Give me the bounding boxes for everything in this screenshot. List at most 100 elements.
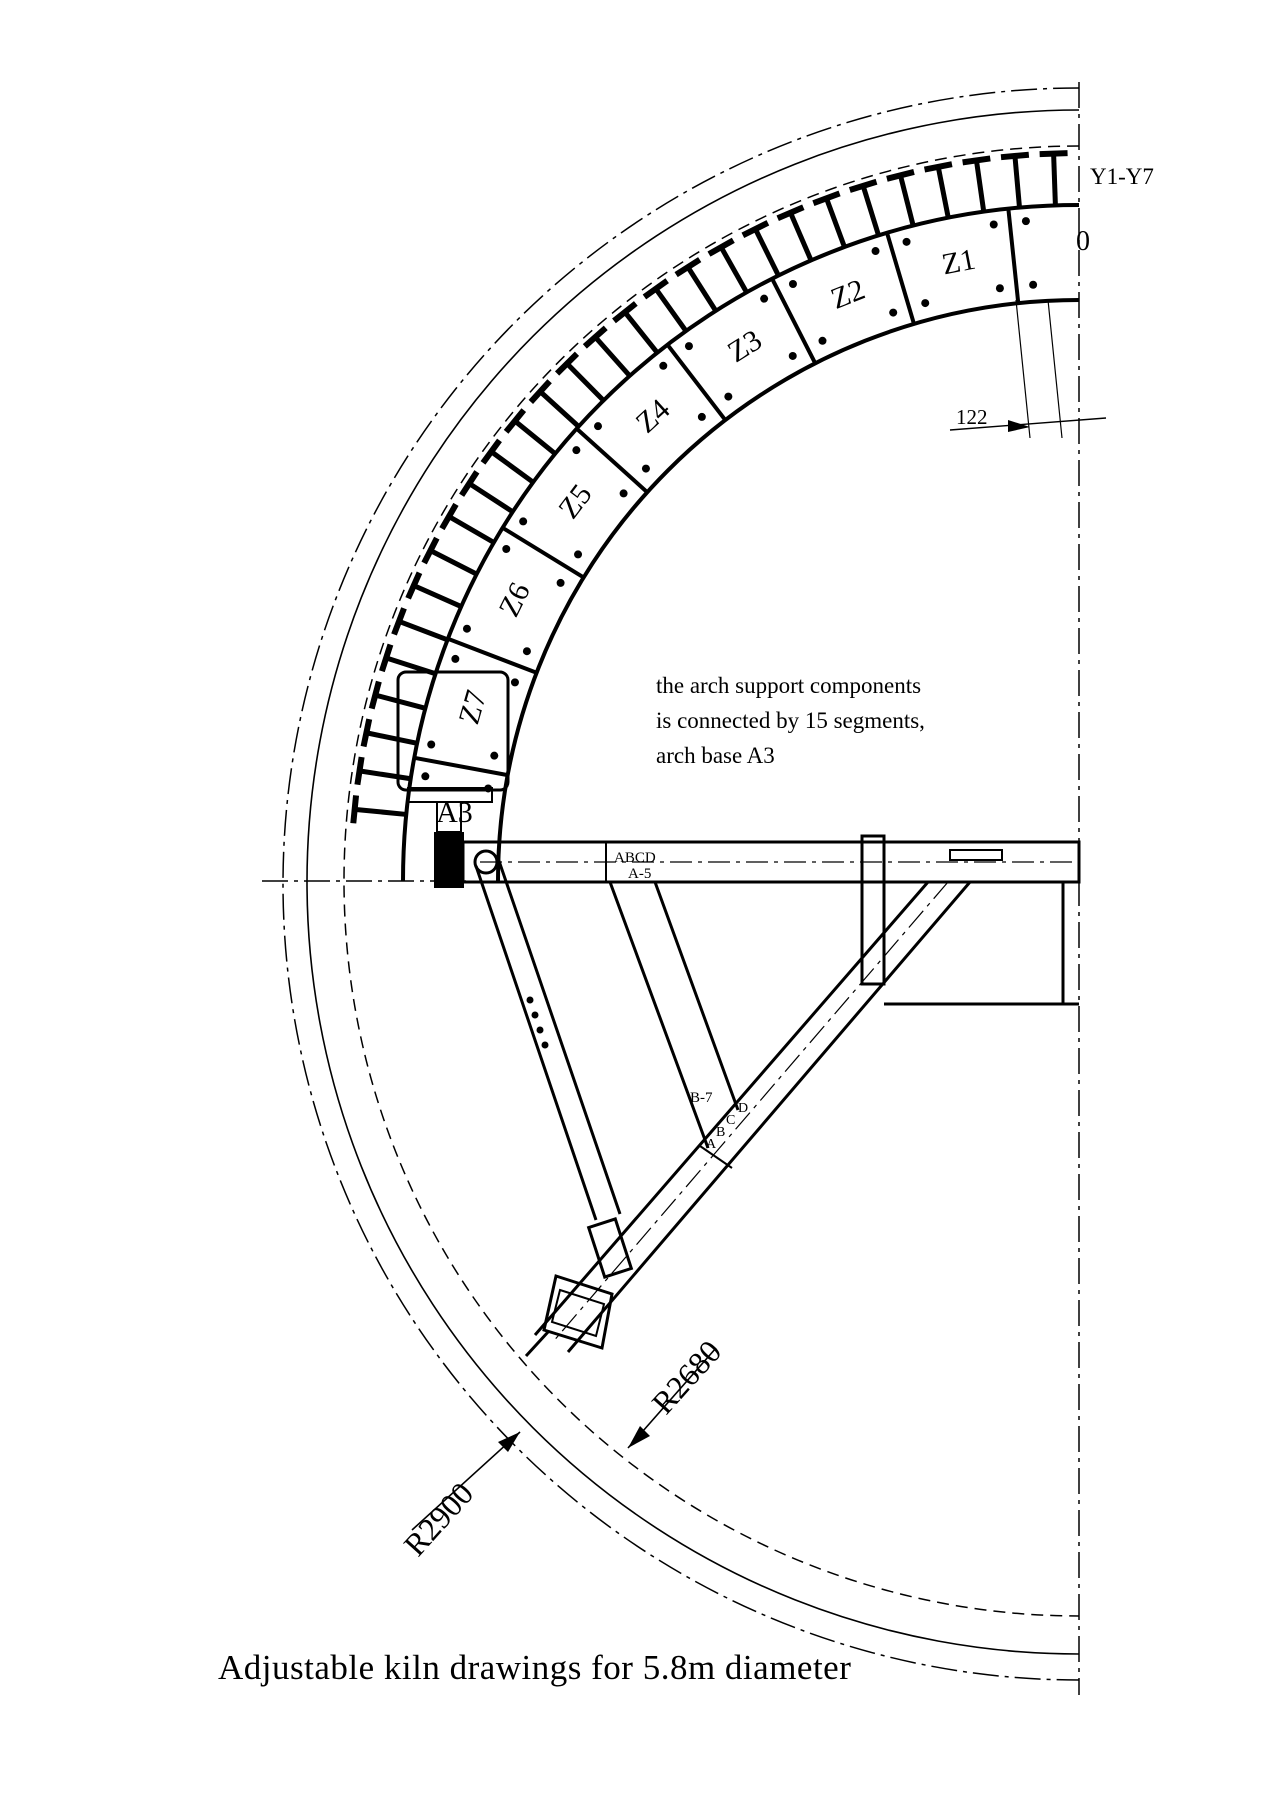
rib-flange — [421, 536, 440, 565]
rib-flange — [582, 325, 608, 349]
segment-bolt — [697, 412, 706, 421]
segment-divider — [413, 755, 509, 778]
arch-base-block — [396, 670, 510, 792]
segment-bolt — [1029, 280, 1038, 289]
segment-bolt — [421, 772, 430, 781]
brace-part-label: B-7 — [690, 1090, 713, 1106]
brace-c-label: C — [726, 1113, 735, 1128]
segment-bolt — [556, 578, 565, 587]
rib-web — [358, 768, 412, 782]
jack-bottom-clevis — [586, 1217, 634, 1279]
segment-bolt — [462, 624, 471, 633]
segment-bolt — [522, 647, 531, 656]
segment-bolt — [619, 489, 628, 498]
rib-flange — [612, 301, 638, 324]
inner-radius-circle — [343, 145, 1080, 1617]
rib-web — [973, 159, 987, 213]
dim-arrow-r2900 — [498, 1432, 520, 1452]
drawing-caption: Adjustable kiln drawings for 5.8m diamet… — [218, 1648, 852, 1687]
rib-web — [788, 211, 814, 262]
rib-web — [593, 335, 632, 378]
t-profile-ribs — [350, 150, 1068, 824]
segment-label-z3: Z3 — [722, 323, 768, 369]
rib-web — [565, 361, 606, 403]
arch-outer-band — [401, 203, 1080, 882]
segment-label-a3: A3 — [436, 796, 473, 829]
segment-bolts — [421, 217, 1038, 793]
segment-bolt — [871, 247, 880, 256]
rib-flange — [459, 470, 480, 497]
arch-note: the arch support components is connected… — [656, 668, 925, 773]
rib-flange — [642, 278, 669, 300]
rib-web — [412, 583, 463, 609]
outer-radius-label: R2900 — [396, 1475, 480, 1563]
rib-flange — [391, 607, 407, 636]
rib-web — [860, 185, 881, 237]
adjustable-jack — [474, 857, 622, 1221]
brace-d-label: D — [738, 1101, 748, 1116]
rib-flange — [812, 190, 841, 207]
top-zero-label: 0 — [1076, 226, 1090, 257]
segment-divider — [770, 277, 818, 365]
rib-web — [513, 418, 557, 456]
segment-bolt — [788, 351, 797, 360]
rib-flange — [554, 351, 580, 376]
segment-divider — [1006, 208, 1021, 304]
rib-flange — [962, 155, 991, 166]
rib-web — [365, 730, 418, 746]
arch-note-line-2: is connected by 15 segments, — [656, 708, 925, 733]
rib-web — [935, 166, 951, 219]
segment-label-z2: Z2 — [826, 273, 869, 316]
arch-base-foot — [434, 832, 464, 888]
segment-bolt — [519, 517, 528, 526]
segment-bolt — [724, 392, 733, 401]
segment-divider — [665, 343, 727, 422]
rib-flange — [405, 571, 423, 600]
rib-flange — [923, 161, 953, 173]
segment-label-z7: Z7 — [452, 687, 493, 728]
segment-bolt — [995, 284, 1004, 293]
rib-web — [1051, 153, 1058, 206]
rib-web — [653, 287, 688, 333]
rib-flange — [379, 643, 394, 673]
dim-line-r2900 — [411, 1431, 521, 1531]
arch-note-line-1: the arch support components — [656, 673, 922, 698]
segment-bolt — [659, 361, 668, 370]
rib-flange — [1000, 151, 1030, 161]
brace-joint — [699, 1145, 733, 1169]
rib-flange — [503, 408, 527, 434]
rib-flange — [707, 237, 735, 257]
rib-web — [354, 806, 407, 817]
dim-arrow-r2680 — [628, 1426, 650, 1448]
rib-flange — [350, 795, 360, 824]
segment-bolt — [788, 279, 797, 288]
brace-b-label: B — [716, 1125, 725, 1140]
top-profile-label: Y1-Y7 — [1090, 164, 1154, 189]
rib-flange — [776, 204, 805, 222]
segment-bolt — [889, 308, 898, 317]
segment-dividers — [413, 208, 1021, 778]
rib-web — [622, 310, 660, 355]
offset-dim-label: 122 — [956, 405, 988, 429]
segment-label-z6: Z6 — [492, 577, 536, 622]
jack-top-pin — [473, 849, 499, 875]
rib-flange — [480, 438, 502, 465]
beam-clamp — [860, 834, 886, 986]
outer-radius-circle — [282, 87, 1080, 1681]
rib-web — [467, 481, 515, 514]
dim-ext-122-b — [1047, 299, 1063, 439]
bottom-clamp — [542, 1274, 614, 1350]
segment-label-z4: Z4 — [630, 393, 677, 440]
segment-divider — [447, 636, 538, 675]
segment-divider — [575, 427, 649, 494]
rib-flange — [439, 502, 459, 531]
rib-web — [1012, 155, 1022, 208]
rib-flange — [886, 169, 915, 182]
segment-bolt — [502, 544, 511, 553]
arch-note-line-3: arch base A3 — [656, 743, 775, 768]
rib-web — [538, 389, 581, 429]
segment-bolt — [641, 464, 650, 473]
rib-web — [753, 227, 781, 277]
bottom-stub — [524, 1330, 550, 1358]
